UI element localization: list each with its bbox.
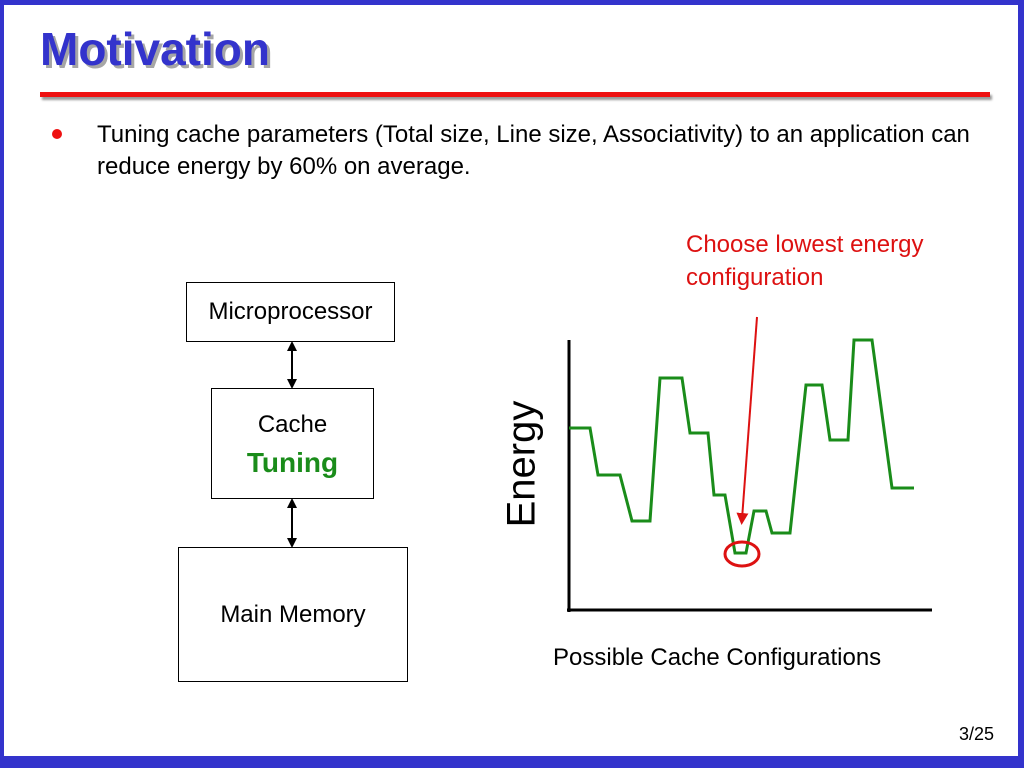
cache-label: Cache [257,410,328,438]
main-memory-block: Main Memory [178,547,408,682]
title-underline [40,92,990,97]
slide-frame-left [0,0,4,768]
minimum-highlight-ellipse [723,540,761,568]
energy-curve [569,338,914,555]
bullet-text: Tuning cache parameters (Total size, Lin… [97,121,970,180]
bullet-dot-icon [52,129,62,139]
microprocessor-label: Microprocessor [208,298,373,325]
microprocessor-block: Microprocessor [186,282,395,342]
slide-frame-right [1018,0,1024,768]
lowest-energy-annotation: Choose lowest energy configuration [686,231,924,291]
slide-frame-bottom [0,756,1024,768]
page-number: 3/25 [958,724,994,744]
chart-x-axis-label: Possible Cache Configurations [553,644,882,671]
cache-tuning-label: Tuning [246,446,339,478]
main-memory-label: Main Memory [220,600,366,628]
slide-title: Motivation [40,23,270,75]
annotation-arrow [736,316,758,525]
chart-y-axis-label: Energy [499,400,544,528]
slide-frame-top [0,0,1024,5]
